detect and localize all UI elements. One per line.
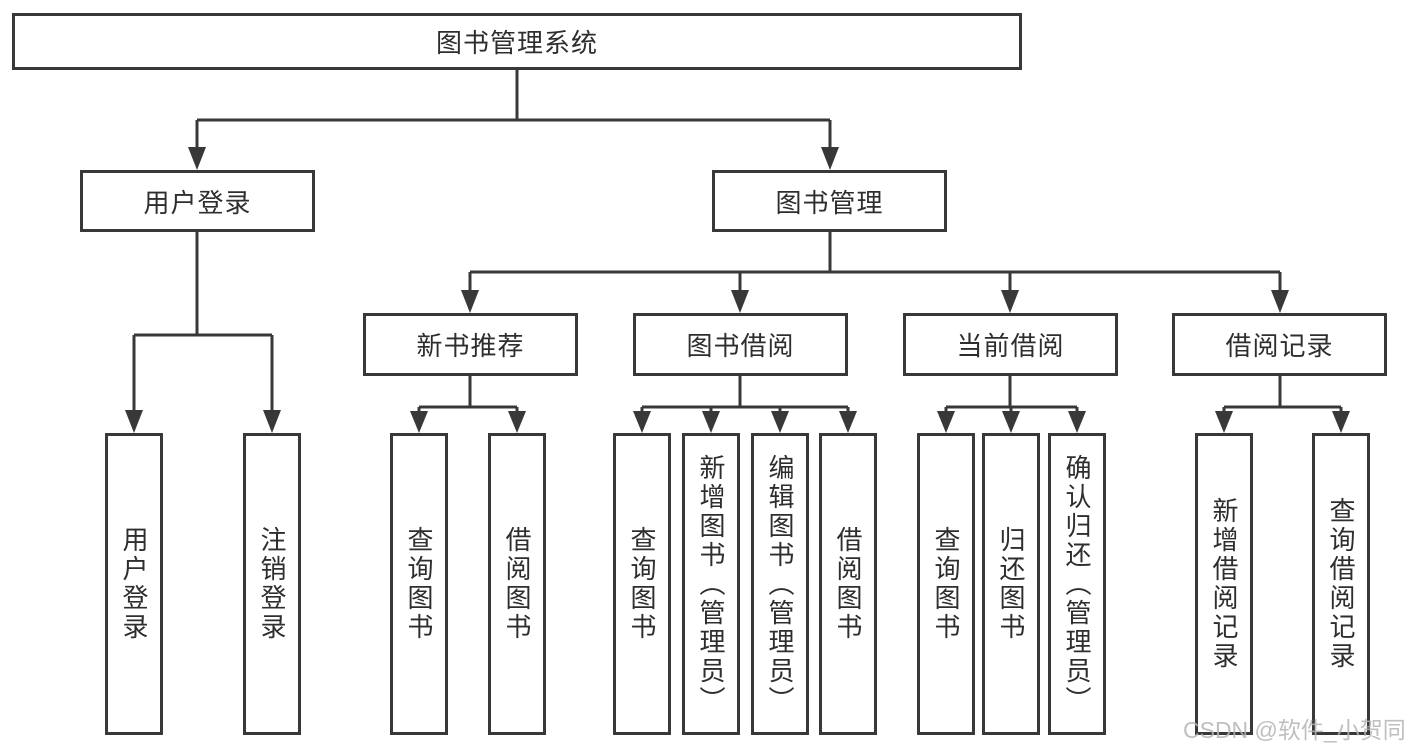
- node-user-login-label: 用户登录: [143, 187, 252, 218]
- node-user-login: 用户登录: [80, 170, 315, 232]
- leaf-borrow-books-recommend-label: 借阅图书: [502, 526, 532, 642]
- leaf-borrow-books-recommend: 借阅图书: [488, 433, 546, 735]
- leaf-query-borrow-record: 查询借阅记录: [1312, 433, 1370, 735]
- csdn-watermark: CSDN @软件_小贺同学: [1183, 717, 1405, 743]
- leaf-query-books-borrow: 查询图书: [613, 433, 671, 735]
- leaf-add-book-admin: 新增图书（管理员）: [682, 433, 740, 735]
- leaf-query-books-recommend: 查询图书: [390, 433, 448, 735]
- leaf-query-borrow-record-label: 查询借阅记录: [1326, 497, 1356, 671]
- node-book-management-label: 图书管理: [775, 187, 884, 218]
- leaf-add-borrow-record: 新增借阅记录: [1195, 433, 1253, 735]
- leaf-edit-book-admin: 编辑图书（管理员）: [751, 433, 809, 735]
- leaf-edit-book-admin-label: 编辑图书（管理员）: [765, 453, 795, 715]
- node-current-borrowing-label: 当前借阅: [956, 331, 1065, 361]
- leaf-user-login-label: 用户登录: [119, 526, 149, 642]
- node-root-label: 图书管理系统: [435, 28, 598, 58]
- leaf-add-borrow-record-label: 新增借阅记录: [1209, 497, 1239, 671]
- node-book-management: 图书管理: [712, 170, 947, 232]
- leaf-query-books-recommend-label: 查询图书: [404, 526, 434, 642]
- tree-edges: [132, 70, 1343, 412]
- arrowheads: [125, 147, 1350, 433]
- leaf-confirm-return-admin-label: 确认归还（管理员）: [1062, 453, 1092, 715]
- leaf-query-books-current: 查询图书: [917, 433, 975, 735]
- leaf-confirm-return-admin: 确认归还（管理员）: [1048, 433, 1106, 735]
- leaf-logout: 注销登录: [243, 433, 301, 735]
- node-new-book-recommend-label: 新书推荐: [416, 331, 525, 361]
- node-new-book-recommend: 新书推荐: [363, 313, 578, 376]
- leaf-return-book: 归还图书: [982, 433, 1040, 735]
- leaf-logout-label: 注销登录: [257, 526, 287, 642]
- node-borrowing-records: 借阅记录: [1172, 313, 1387, 376]
- node-book-borrowing: 图书借阅: [633, 313, 848, 376]
- leaf-query-books-borrow-label: 查询图书: [627, 526, 657, 642]
- node-root: 图书管理系统: [12, 13, 1022, 70]
- leaf-query-books-current-label: 查询图书: [931, 526, 961, 642]
- leaf-borrow-books-label: 借阅图书: [833, 526, 863, 642]
- leaf-borrow-books: 借阅图书: [819, 433, 877, 735]
- leaf-return-book-label: 归还图书: [996, 526, 1026, 642]
- node-book-borrowing-label: 图书借阅: [686, 331, 795, 361]
- leaf-add-book-admin-label: 新增图书（管理员）: [696, 453, 726, 715]
- node-borrowing-records-label: 借阅记录: [1225, 331, 1334, 361]
- node-current-borrowing: 当前借阅: [903, 313, 1118, 376]
- leaf-user-login: 用户登录: [105, 433, 163, 735]
